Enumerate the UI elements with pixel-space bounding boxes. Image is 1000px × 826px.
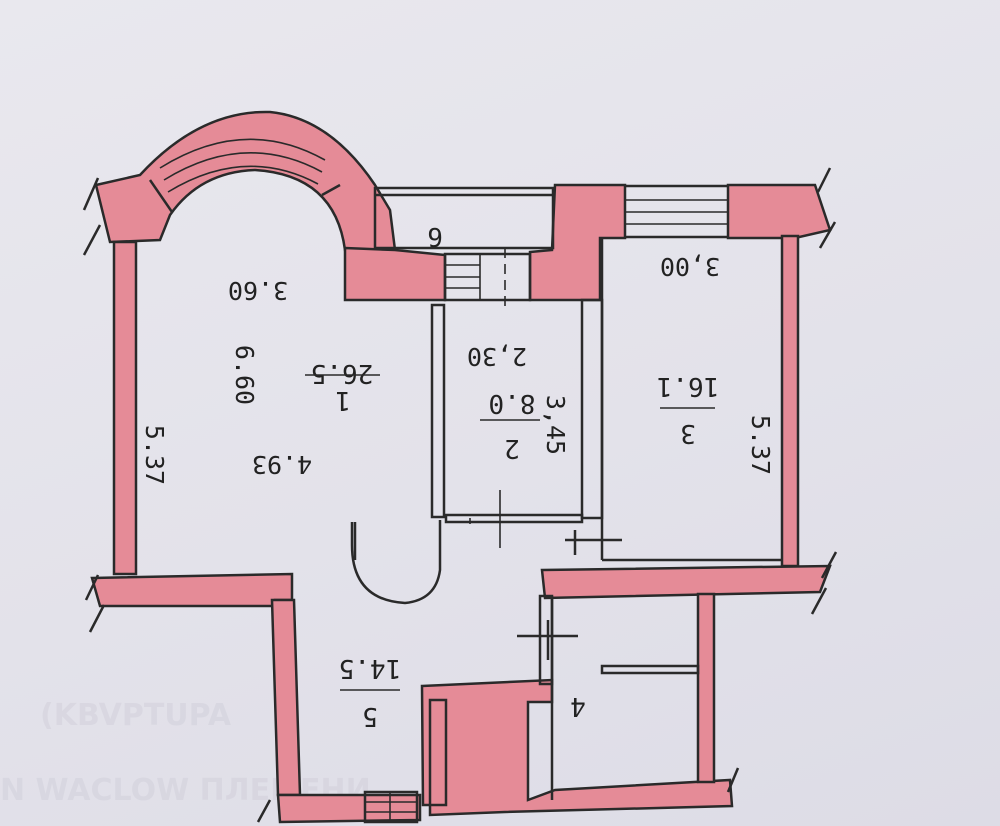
room-2-area: 8.0 [489, 388, 536, 418]
room-5-number: 5 [362, 701, 378, 731]
lower-left-wall [270, 598, 302, 797]
room-3-area: 16.1 [657, 371, 720, 401]
dim-room1-depth: 6.60 [230, 345, 259, 405]
right-wall [780, 234, 800, 568]
room-2-number: 2 [504, 433, 520, 463]
curved-fixture [350, 520, 442, 605]
dim-room2-width: 2,30 [467, 342, 527, 371]
break-marks [82, 167, 838, 823]
partition-1-2 [430, 303, 446, 519]
doors [469, 490, 622, 660]
bottom-opening [363, 790, 419, 824]
middle-wall-right [540, 564, 832, 600]
dim-right-height: 5.37 [746, 415, 775, 475]
middle-wall-left [90, 572, 294, 608]
partition-2-3 [580, 298, 604, 520]
lower-right-wall [696, 592, 716, 784]
dim-room1-top: 3.60 [228, 276, 288, 305]
room-1-number: 1 [335, 385, 351, 415]
walls [90, 110, 832, 824]
closet-6 [373, 186, 555, 250]
background-text: (KBVPTUPA N WACLOW ПЛЕМЕНИ [0, 698, 371, 808]
room5-niche-wall [420, 678, 734, 817]
left-wall [112, 240, 138, 576]
top-wall-right-of-closet [528, 183, 627, 302]
room-3-number: 3 [680, 418, 696, 448]
dim-room1-width: 4.93 [252, 450, 312, 479]
ventilation-grille [443, 248, 532, 310]
room-5-area: 14.5 [339, 653, 402, 683]
top-wall-right [726, 183, 832, 240]
bottom-wall [276, 793, 422, 824]
room-4-number: 4 [570, 691, 586, 721]
closet-number: 6 [427, 221, 443, 251]
bay-window-wall [94, 110, 397, 252]
background-text-line-1: (KBVPTUPA [40, 698, 232, 733]
room-1-area: 26.5 [311, 358, 374, 388]
dim-left-height: 5.37 [140, 425, 169, 485]
dim-room3-width: 3,00 [660, 252, 720, 281]
labels: 6 26.5 1 8.0 2 16.1 3 4 14.5 5 3.60 6.60… [140, 221, 775, 731]
partition-4-inner [600, 664, 700, 675]
partition-2-bottom [444, 513, 584, 524]
partition-4 [538, 594, 554, 686]
dim-room2-height: 3,45 [541, 395, 570, 455]
top-wall-middle [343, 246, 447, 302]
